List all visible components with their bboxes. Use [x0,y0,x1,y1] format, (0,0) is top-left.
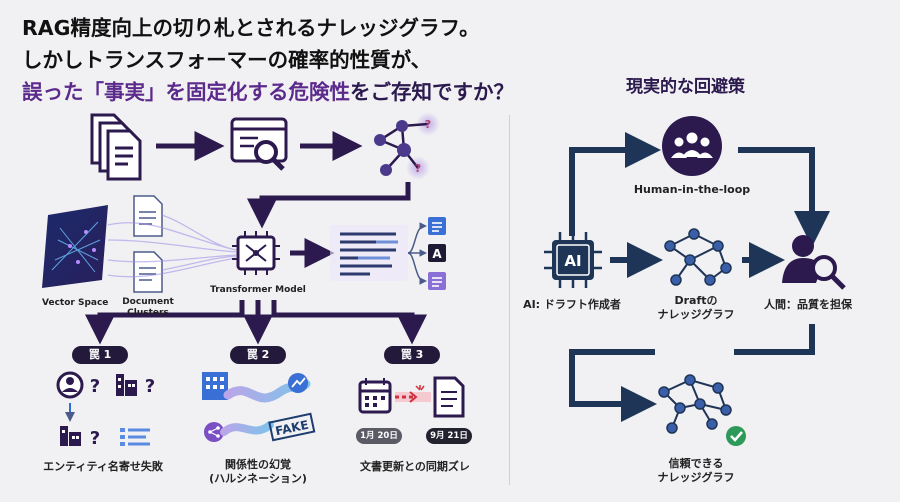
svg-text:?: ? [415,162,421,175]
people-icon [662,116,722,176]
uncertain-graph-icon: ? ? [374,112,440,180]
svg-text:?: ? [145,376,155,397]
trap-2-caption-line-1: 関係性の幻覚 [225,458,291,471]
vector-space-icon [42,205,108,288]
headline-accent: 誤った「事実」を固定化する危険性 [22,80,350,104]
trap-2-badge: 罠 2 [230,346,286,364]
headline-line-3: 誤った「事実」を固定化する危険性をご存知ですか？ [22,76,514,108]
hallucination-icons: FAKE [202,372,316,442]
right-section-title: 現実的な回避策 [626,77,745,97]
output-tokens: A [428,217,446,290]
headline-line-1: RAG精度向上の切り札とされるナレッジグラフ。 [22,16,480,40]
document-clusters-icon [133,195,163,293]
trap-1-caption: エンティティ名寄せ失敗 [43,460,163,473]
transformer-model-label: Transformer Model [210,285,306,295]
feedback-loop-arrows [569,132,830,422]
entity-mismatch-icons: ? ? ? [56,371,155,449]
output-letter: A [432,247,442,261]
extracted-text-icon [330,225,408,281]
human-in-the-loop-label: Human-in-the-loop [633,183,751,196]
trap-3-badge: 罠 3 [384,346,440,364]
svg-text:?: ? [90,376,100,397]
headline: RAG精度向上の切り札とされるナレッジグラフ。 しかしトランスフォーマーの確率的… [22,12,514,108]
draft-graph-label: Draftの ナレッジグラフ [648,294,744,322]
trap-branch-arrows [85,300,427,345]
output-branch-arrows [407,222,427,285]
documents-icon [90,113,142,181]
search-window-icon [230,117,288,171]
arrow-graph-to-transformer [247,182,411,229]
trap-2-caption-line-2: (ハルシネーション) [209,472,307,485]
draft-graph-label-line-2: ナレッジグラフ [657,308,735,321]
trusted-graph-label-line-2: ナレッジグラフ [657,471,735,484]
transformer-chip-icon [232,231,280,275]
headline-line-3-rest: をご存知ですか？ [350,80,514,104]
trap-1-badge: 罠 1 [72,346,128,364]
human-quality-label: 人間：品質を担保 [764,298,852,311]
ai-chip-text: AI [564,252,581,270]
trap-2-caption: 関係性の幻覚 (ハルシネーション) [196,458,320,486]
section-divider [509,115,510,485]
ai-drafter-label: AI: ドラフト作成者 [523,298,621,311]
trap-3-new-date: 9月 21日 [426,428,472,444]
ai-chip-icon: AI [544,232,602,288]
trusted-graph-label: 信頼できる ナレッジグラフ [648,457,744,485]
trap-3-old-date: 1月 20日 [356,428,402,444]
fake-stamp: FAKE [274,418,310,439]
svg-text:?: ? [425,118,431,131]
sync-gap-icons [358,376,465,418]
trusted-graph-icon [658,374,732,434]
check-icon [726,426,746,446]
reviewer-magnifier-icon [782,235,846,290]
svg-text:?: ? [90,428,100,449]
trusted-graph-label-line-1: 信頼できる [668,457,724,470]
draft-graph-icon [664,228,732,286]
headline-line-2: しかしトランスフォーマーの確率的性質が、 [22,48,432,72]
document-clusters-label: Document Clusters [118,297,178,319]
vector-space-label: Vector Space [42,298,109,308]
trap-3-caption: 文書更新との同期ズレ [360,460,470,473]
draft-graph-label-line-1: Draftの [674,294,718,307]
document-clusters-label-line-2: Clusters [127,308,169,318]
embedding-stream [107,214,237,278]
document-clusters-label-line-1: Document [122,297,174,307]
